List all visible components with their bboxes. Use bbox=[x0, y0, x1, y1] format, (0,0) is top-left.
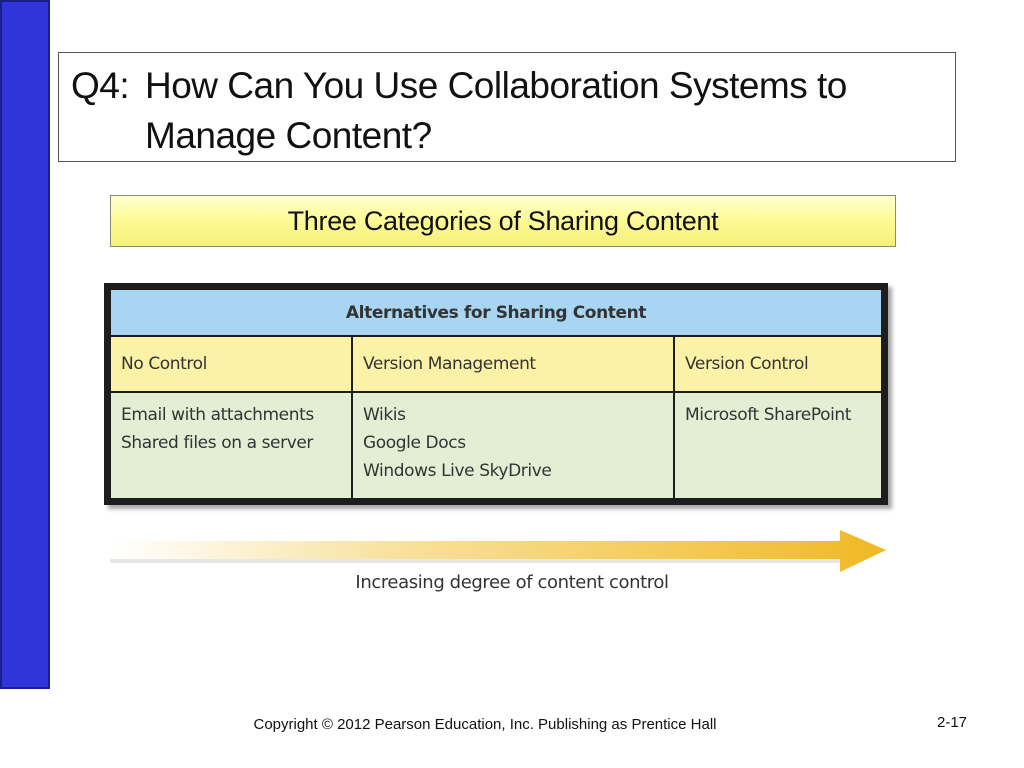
table: Alternatives for Sharing Content No Cont… bbox=[109, 288, 883, 500]
cell-no-control: Email with attachments Shared files on a… bbox=[109, 391, 353, 500]
control-arrow bbox=[110, 530, 886, 572]
subtitle-text: Three Categories of Sharing Content bbox=[287, 205, 719, 236]
copyright-footer: Copyright © 2012 Pearson Education, Inc.… bbox=[0, 716, 1024, 733]
list-item: Google Docs bbox=[363, 433, 466, 453]
column-header-row: No Control Version Management Version Co… bbox=[109, 335, 883, 393]
title-box: Q4: How Can You Use Collaboration System… bbox=[58, 52, 956, 162]
list-item: Email with attachments bbox=[121, 405, 314, 425]
column-header-version-control: Version Control bbox=[673, 335, 883, 393]
column-header-version-management: Version Management bbox=[351, 335, 675, 393]
side-accent-bar bbox=[0, 0, 50, 689]
table-row: Email with attachments Shared files on a… bbox=[109, 391, 883, 500]
column-header-no-control: No Control bbox=[109, 335, 353, 393]
subtitle-banner: Three Categories of Sharing Content bbox=[110, 195, 896, 247]
cell-version-management: Wikis Google Docs Windows Live SkyDrive bbox=[351, 391, 675, 500]
list-item: Microsoft SharePoint bbox=[685, 405, 852, 425]
list-item: Wikis bbox=[363, 405, 406, 425]
slide-number: 2-17 bbox=[937, 714, 968, 731]
cell-version-control: Microsoft SharePoint bbox=[673, 391, 883, 500]
arrow-caption: Increasing degree of content control bbox=[355, 572, 669, 593]
sharing-alternatives-table: Alternatives for Sharing Content No Cont… bbox=[104, 283, 888, 505]
list-item: Windows Live SkyDrive bbox=[363, 461, 552, 481]
title-prefix: Q4: bbox=[71, 65, 130, 106]
copyright-text: Copyright © 2012 Pearson Education, Inc.… bbox=[253, 716, 717, 733]
table-heading: Alternatives for Sharing Content bbox=[109, 288, 883, 337]
slide-title: How Can You Use Collaboration Systems to… bbox=[145, 65, 847, 156]
list-item: Shared files on a server bbox=[121, 433, 314, 453]
